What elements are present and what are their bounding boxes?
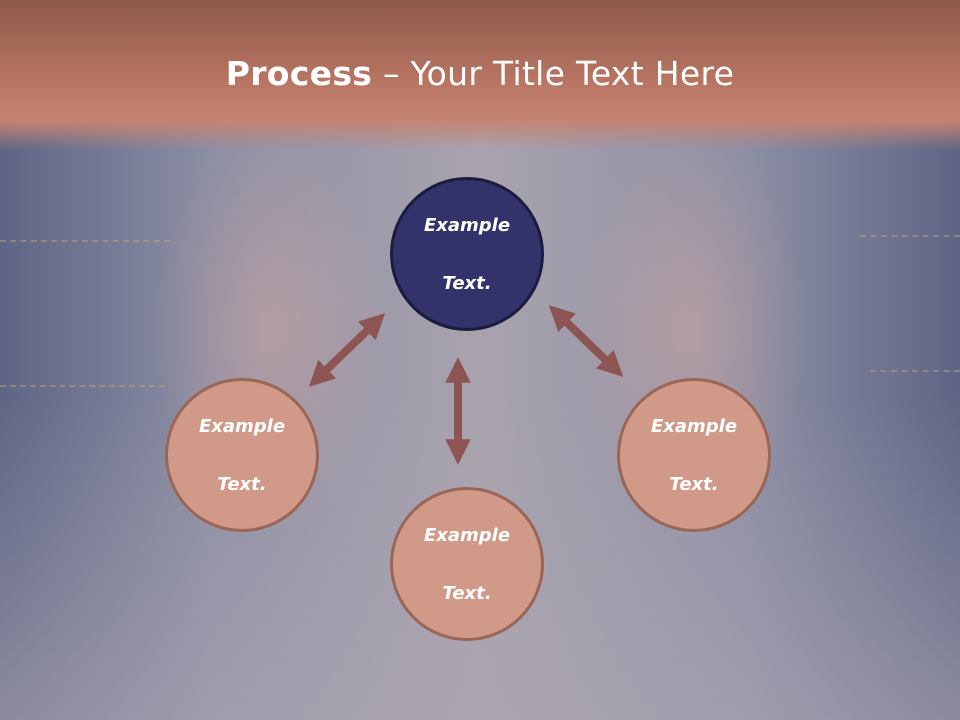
arrow-top-right bbox=[548, 305, 624, 377]
jeans-stitching bbox=[0, 385, 165, 387]
node-left-line2: Text. bbox=[217, 473, 267, 495]
arrow-top-left bbox=[308, 313, 386, 387]
jeans-stitching bbox=[860, 235, 960, 237]
node-top-line1: Example bbox=[423, 214, 511, 236]
node-left-line1: Example bbox=[198, 415, 286, 437]
node-right-line1: Example bbox=[650, 415, 738, 437]
slide-title: Process – Your Title Text Here bbox=[0, 52, 960, 96]
node-right-line2: Text. bbox=[669, 473, 719, 495]
jeans-stitching bbox=[0, 240, 170, 242]
node-bottom-line1: Example bbox=[423, 524, 511, 546]
title-band bbox=[0, 0, 960, 150]
title-bold: Process bbox=[225, 54, 373, 93]
node-top-line2: Text. bbox=[442, 272, 492, 294]
jeans-stitching bbox=[870, 370, 960, 372]
title-rest: – Your Title Text Here bbox=[372, 54, 735, 93]
node-bottom-line2: Text. bbox=[442, 582, 492, 604]
